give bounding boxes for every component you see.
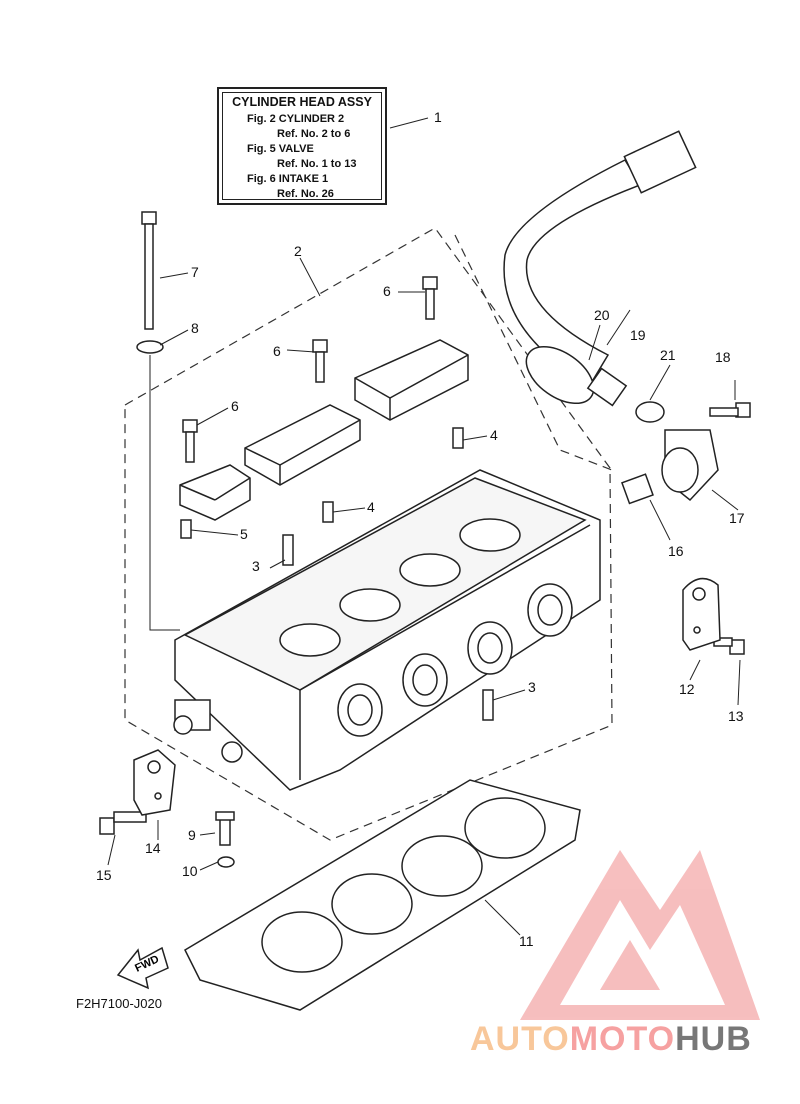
callout-label: 3: [528, 679, 536, 695]
pipe-dashed-outline: [454, 234, 613, 471]
callout-label: 6: [273, 343, 281, 359]
info-box-inner: [222, 92, 382, 200]
leader-lines: [107, 117, 741, 936]
callout-label: 2: [294, 243, 302, 259]
fwd-arrow: FWD: [116, 946, 169, 990]
callout-label: 1: [434, 109, 442, 125]
callout-label: 10: [182, 863, 198, 879]
callout-label: 17: [729, 510, 745, 526]
info-line: Fig. 6 INTAKE 1: [247, 173, 329, 185]
callout-label: 20: [594, 307, 610, 323]
callout-label: 9: [188, 827, 196, 843]
watermark-moto: MOTO: [569, 1020, 676, 1058]
callout-label: 18: [715, 349, 731, 365]
head-gasket: [184, 779, 581, 1011]
info-box-title: CYLINDER HEAD ASSY: [232, 95, 372, 109]
watermark-logo: [520, 850, 760, 1020]
callout-label: 6: [383, 283, 391, 299]
callout-label: 3: [252, 558, 260, 574]
callout-label: 13: [728, 708, 744, 724]
callout-label: 11: [519, 933, 534, 949]
callout-label: 8: [191, 320, 199, 336]
callout-label: 16: [668, 543, 684, 559]
info-box: CYLINDER HEAD ASSY Fig. 2 CYLINDER 2 Ref…: [217, 87, 387, 205]
callout-label: 14: [145, 840, 161, 856]
cylinder-head: [173, 469, 601, 791]
watermark-text: AUTOMOTOHUB: [470, 1020, 752, 1059]
info-line: Fig. 2 CYLINDER 2: [247, 113, 345, 125]
hose-assembly: [503, 130, 697, 423]
callout-label: 4: [490, 427, 498, 443]
info-line: Ref. No. 1 to 13: [277, 158, 357, 170]
info-line: Ref. No. 2 to 6: [277, 128, 351, 140]
info-line: Ref. No. 26: [277, 188, 334, 200]
callout-label: 15: [96, 867, 112, 883]
callout-label: 5: [240, 526, 248, 542]
drawing-code: F2H7100-J020: [76, 996, 162, 1011]
callout-label: 6: [231, 398, 239, 414]
callout-label: 4: [367, 499, 375, 515]
callout-label: 7: [191, 264, 199, 280]
info-line: Fig. 5 VALVE: [247, 143, 314, 155]
cam-caps: [179, 339, 469, 521]
watermark-auto: AUTO: [470, 1020, 570, 1058]
callout-label: 21: [660, 347, 676, 363]
bolts: [99, 211, 751, 868]
brackets: [133, 577, 721, 816]
thermostat-housing: [621, 429, 719, 505]
watermark-hub: HUB: [675, 1020, 752, 1058]
callout-label: 19: [630, 327, 646, 343]
callout-label: 12: [679, 681, 695, 697]
